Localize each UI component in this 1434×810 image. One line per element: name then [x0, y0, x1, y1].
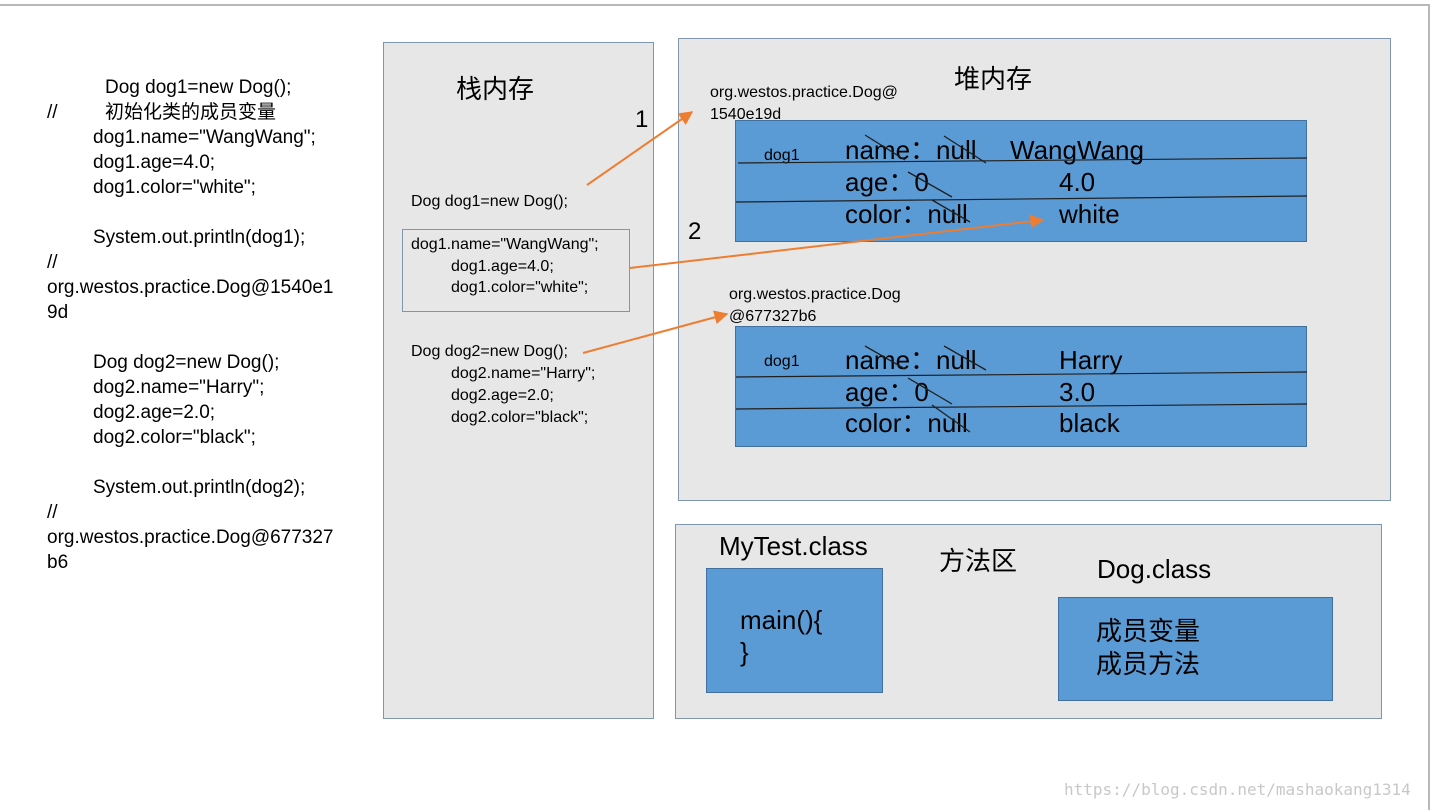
arrow-label-1: 1 [635, 106, 649, 133]
field-age-new: 4.0 [1059, 167, 1096, 197]
member-variables-label: 成员变量 [1096, 616, 1201, 646]
heap-title: 堆内存 [954, 64, 1033, 94]
stack-memory-panel: 栈内存 Dog dog1=new Dog(); dog1.name="WangW… [383, 42, 654, 719]
field-name-new: WangWang [1010, 135, 1144, 165]
field-age-new: 3.0 [1059, 377, 1096, 407]
stack-box-line: dog1.color="white"; [451, 279, 589, 296]
code-line: org.westos.practice.Dog@677327 [47, 527, 334, 548]
stack-dog2-line: dog2.name="Harry"; [451, 365, 596, 382]
code-line: dog1.name="WangWang"; [93, 127, 316, 148]
code-line: b6 [47, 552, 69, 573]
code-line: dog2.color="black"; [93, 427, 256, 448]
stack-title: 栈内存 [456, 74, 535, 104]
stack-dog2-line: dog2.color="black"; [451, 409, 589, 426]
code-line: dog1.age=4.0; [93, 152, 216, 173]
code-line: org.westos.practice.Dog@1540e1 [47, 277, 334, 298]
object-label: dog1 [764, 147, 800, 164]
object-label: dog1 [764, 353, 800, 370]
member-methods-label: 成员方法 [1096, 649, 1201, 679]
mytest-class-title: MyTest.class [719, 531, 868, 561]
stack-box-line: dog1.age=4.0; [451, 258, 554, 275]
code-line: Dog dog2=new Dog(); [93, 352, 280, 373]
heap-obj1-address: 1540e19d [710, 106, 782, 123]
heap-object-dog1: dog1 name：null WangWang age：0 4.0 color：… [735, 120, 1307, 242]
code-line: dog2.name="Harry"; [93, 377, 265, 398]
heap-obj2-address: @677327b6 [729, 308, 817, 325]
slide-frame [0, 4, 1430, 810]
field-color-new: white [1059, 199, 1120, 229]
field-color-old: color：null [845, 199, 968, 229]
code-comment: // [47, 102, 58, 123]
stack-box-line: dog1.name="WangWang"; [411, 236, 599, 253]
dog-class-box: 成员变量 成员方法 [1058, 597, 1333, 701]
stack-dog1-assign-box: dog1.name="WangWang"; dog1.age=4.0; dog1… [402, 229, 630, 312]
code-line: System.out.println(dog2); [93, 477, 306, 498]
field-color-old: color：null [845, 408, 968, 438]
field-name-old: name：null [845, 135, 977, 165]
stack-dog2-line: Dog dog2=new Dog(); [411, 343, 568, 360]
code-line: dog2.age=2.0; [93, 402, 216, 423]
code-line: 初始化类的成员变量 [105, 102, 277, 123]
watermark: https://blog.csdn.net/mashaokang1314 [1064, 780, 1411, 799]
stack-dog1-decl: Dog dog1=new Dog(); [411, 193, 568, 210]
method-area-title: 方法区 [939, 546, 1018, 576]
heap-obj2-address: org.westos.practice.Dog [729, 286, 901, 303]
code-line: 9d [47, 302, 69, 323]
main-method-line: } [740, 637, 749, 667]
field-name-new: Harry [1059, 345, 1123, 375]
field-age-old: age：0 [845, 377, 929, 407]
field-name-old: name：null [845, 345, 977, 375]
code-line: System.out.println(dog1); [93, 227, 306, 248]
arrow-label-2: 2 [688, 218, 702, 245]
heap-object-dog2: dog1 name：null Harry age：0 3.0 color：nul… [735, 326, 1307, 447]
field-age-old: age：0 [845, 167, 929, 197]
dog-class-title: Dog.class [1097, 554, 1212, 584]
code-comment: // [47, 252, 58, 273]
heap-obj1-address: org.westos.practice.Dog@ [710, 84, 898, 101]
mytest-class-box: main(){ } [706, 568, 883, 693]
stack-dog2-line: dog2.age=2.0; [451, 387, 554, 404]
code-line: dog1.color="white"; [93, 177, 256, 198]
code-line: Dog dog1=new Dog(); [105, 77, 292, 98]
field-color-new: black [1059, 408, 1120, 438]
code-comment: // [47, 502, 58, 523]
main-method-line: main(){ [740, 605, 823, 635]
